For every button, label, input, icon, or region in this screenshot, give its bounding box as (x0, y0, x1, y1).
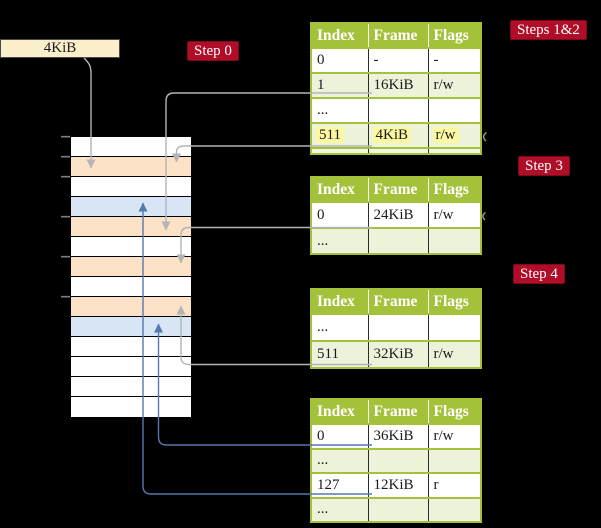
cell-index: 127 (310, 472, 369, 499)
table-header-row: Index Frame Flags (310, 176, 482, 203)
cell-flags: r (427, 472, 482, 499)
table-header-row: Index Frame Flags (310, 398, 482, 425)
cell-frame: 4KiB (367, 122, 429, 149)
arrow-stub-2 (482, 211, 486, 221)
col-header-flags: Flags (427, 288, 482, 315)
table-header-row: Index Frame Flags (310, 288, 482, 315)
memory-frame-row-2 (71, 177, 191, 197)
table-row: 511 32KiB r/w (310, 340, 482, 369)
cell-frame (367, 496, 429, 523)
cell-frame (367, 447, 429, 474)
table-row: ... (310, 496, 482, 523)
step4-badge: Step 4 (513, 264, 565, 284)
cell-frame (367, 313, 429, 342)
page-table-4: Index Frame Flags 0 36KiB r/w ... 127 12… (310, 398, 482, 523)
col-header-index: Index (310, 22, 369, 49)
page-table-1: Index Frame Flags 0 - - 1 16KiB r/w ... … (310, 22, 482, 155)
cell-index: 1 (310, 72, 369, 99)
cell-flags: - (427, 47, 482, 74)
cell-index: ... (310, 313, 369, 342)
col-header-flags: Flags (427, 22, 482, 49)
cell-frame: 12KiB (367, 472, 429, 499)
col-header-index: Index (310, 398, 369, 425)
highlight-mark: 511 (316, 127, 344, 143)
col-header-frame: Frame (367, 176, 429, 203)
table-header-row: Index Frame Flags (310, 22, 482, 49)
page-size-label-box: 4KiB (0, 39, 120, 58)
col-header-frame: Frame (367, 398, 429, 425)
cell-index: ... (310, 447, 369, 474)
cell-flags: r/w (427, 340, 482, 369)
cell-flags (427, 496, 482, 523)
memory-frame-row-10 (71, 337, 191, 357)
memory-frame-row-12 (71, 377, 191, 397)
table-row: ... (310, 227, 482, 255)
cell-index: 0 (310, 47, 369, 74)
highlight-mark: r/w (432, 127, 459, 143)
table-row: 0 36KiB r/w (310, 423, 482, 450)
cell-index: 0 (310, 423, 369, 450)
page-table-2: Index Frame Flags 0 24KiB r/w ... (310, 176, 482, 255)
memory-frame-row-3 (71, 197, 191, 217)
physical-memory-column (70, 136, 192, 418)
table-cutoff-row (310, 147, 482, 155)
memory-frame-row-13 (71, 397, 191, 417)
cell-index: 0 (310, 201, 369, 229)
step3-badge: Step 3 (518, 156, 570, 176)
steps-1-2-badge: Steps 1&2 (510, 20, 587, 40)
table-row: ... (310, 447, 482, 474)
cell-frame: 36KiB (367, 423, 429, 450)
cell-frame (367, 227, 429, 255)
table-row: 0 - - (310, 47, 482, 74)
col-header-index: Index (310, 288, 369, 315)
table-row: ... (310, 97, 482, 124)
memory-frame-row-11 (71, 357, 191, 377)
cell-frame: - (367, 47, 429, 74)
col-header-frame: Frame (367, 288, 429, 315)
cell-frame: 24KiB (367, 201, 429, 229)
memory-frame-row-6 (71, 257, 191, 277)
col-header-flags: Flags (427, 176, 482, 203)
table-row: 0 24KiB r/w (310, 201, 482, 229)
cell-frame (367, 97, 429, 124)
memory-frame-row-1 (71, 157, 191, 177)
cell-index: ... (310, 496, 369, 523)
cell-index: ... (310, 97, 369, 124)
cell-flags: r/w (427, 72, 482, 99)
col-header-index: Index (310, 176, 369, 203)
highlight-mark: 4KiB (372, 127, 412, 143)
table-row: ... (310, 313, 482, 342)
table-row: 1 16KiB r/w (310, 72, 482, 99)
cell-flags (427, 227, 482, 255)
cell-flags (427, 313, 482, 342)
cell-flags (427, 97, 482, 124)
cell-frame: 32KiB (367, 340, 429, 369)
cell-index: 511 (310, 340, 369, 369)
arrow-stub-1 (482, 131, 487, 142)
memory-frame-row-7 (71, 277, 191, 297)
memory-frame-row-0 (71, 137, 191, 157)
cell-flags (427, 447, 482, 474)
memory-frame-row-5 (71, 237, 191, 257)
cell-flags: r/w (427, 122, 482, 149)
table-row: 127 12KiB r (310, 472, 482, 499)
table-row-highlighted: 511 4KiB r/w (310, 122, 482, 149)
memory-frame-row-4 (71, 217, 191, 237)
memory-tick-marks (61, 135, 70, 298)
cell-flags: r/w (427, 423, 482, 450)
memory-frame-row-8 (71, 297, 191, 317)
page-table-3: Index Frame Flags ... 511 32KiB r/w (310, 288, 482, 369)
cell-index: ... (310, 227, 369, 255)
cell-index: 511 (310, 122, 369, 149)
col-header-flags: Flags (427, 398, 482, 425)
col-header-frame: Frame (367, 22, 429, 49)
cell-flags: r/w (427, 201, 482, 229)
memory-frame-row-9 (71, 317, 191, 337)
cell-frame: 16KiB (367, 72, 429, 99)
step0-badge: Step 0 (187, 41, 239, 61)
